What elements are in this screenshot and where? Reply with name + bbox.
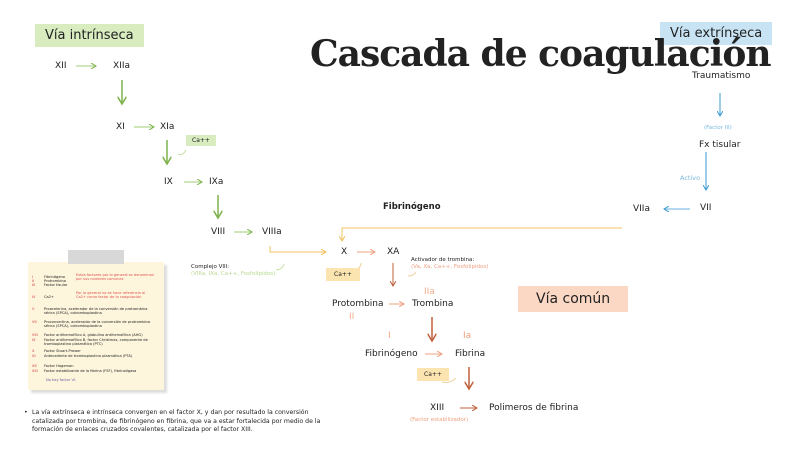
node-ia-label: Ia xyxy=(463,331,472,341)
legend-num: X xyxy=(32,349,35,353)
legend-note-2: Por lo general no se hace referencia al … xyxy=(76,291,146,300)
tag-via-extrinseca: Vía extrínseca xyxy=(660,22,773,45)
legend-num: V xyxy=(32,307,35,311)
node-ixa: IXa xyxy=(209,177,224,187)
node-ii-label: II xyxy=(349,312,355,322)
legend-num: I xyxy=(32,275,34,279)
legend-num: IV xyxy=(32,295,36,299)
node-iia-label: IIa xyxy=(424,287,435,297)
node-i-label: I xyxy=(388,331,391,341)
complejo-items: (VIIIa, IXa, Ca++, Fosfolípidos) xyxy=(191,271,276,277)
legend-text: Proconvertina, acelerador de la conversi… xyxy=(44,320,151,329)
page-title: Cascada de coagulación xyxy=(310,33,772,75)
tag-via-intrinseca: Vía intrínseca xyxy=(35,24,144,47)
legend-num: II xyxy=(32,279,35,283)
node-viii: VIII xyxy=(211,227,226,237)
node-xia: XIa xyxy=(160,122,175,132)
legend-note-1: Estos factores por lo general se denomin… xyxy=(76,273,155,282)
legend-num: VII xyxy=(32,320,37,324)
node-xi: XI xyxy=(116,122,125,132)
node-vii: VII xyxy=(700,203,712,213)
node-xiia: XIIa xyxy=(113,61,130,71)
legend-text: Factor Hageman xyxy=(44,364,74,368)
legend-card: I Fibrinógeno II Protrombina III Factor tis… xyxy=(28,262,164,390)
legend-text: Protrombina xyxy=(44,279,66,283)
complejo-title: Complejo VIII: xyxy=(191,264,230,270)
legend-num: XII xyxy=(32,364,37,368)
legend-text: Factor estabilizante de la fibrina (FSF)… xyxy=(44,369,137,373)
node-fibrina: Fibrina xyxy=(455,349,486,359)
ca-badge: Ca++ xyxy=(326,268,360,281)
node-trombina: Trombina xyxy=(412,299,454,309)
ca-badge: Ca++ xyxy=(417,368,449,381)
node-viiia: VIIIa xyxy=(262,227,282,237)
factor-iii-label: (Factor III) xyxy=(704,125,732,131)
node-viia: VIIa xyxy=(633,204,650,214)
tape-decoration xyxy=(68,250,124,264)
legend-num: XIII xyxy=(32,369,38,373)
node-xii: XII xyxy=(55,61,67,71)
legend-text: Factor antihemofílico B, factor Christma… xyxy=(44,338,148,347)
tag-via-comun: Vía común xyxy=(518,286,629,312)
activo-label: Activo xyxy=(680,174,701,182)
legend-text: Fibrinógeno xyxy=(44,275,66,279)
activador-items: (Va, Xa, Ca++, Fosfolípidos) xyxy=(411,264,489,270)
node-ix: IX xyxy=(164,177,173,187)
legend-text: Antecedente de tromboplastina plasmática… xyxy=(44,354,133,358)
legend-num: IX xyxy=(32,338,36,342)
factor-estabilizador-label: (Factor estabilizador) xyxy=(410,417,469,423)
node-fx-tisular: Fx tisular xyxy=(699,140,741,150)
summary-bullet: La vía extrínseca e intrínseca convergen… xyxy=(24,409,342,435)
legend-text: Factor tisular xyxy=(44,283,68,287)
node-fibrinogeno: Fibrinógeno xyxy=(365,349,418,359)
legend-text: Ca2+ xyxy=(44,295,55,299)
node-xa: XA xyxy=(387,247,400,257)
node-x: X xyxy=(341,247,348,257)
legend-num: VIII xyxy=(32,333,38,337)
ca-badge: Ca++ xyxy=(186,135,216,146)
legend-text: Proacelerina, acelerador de la conversió… xyxy=(44,307,148,316)
legend-text: Factor Stuart-Prower xyxy=(44,349,81,353)
node-xiii: XIII xyxy=(430,403,445,413)
node-traumatismo: Traumatismo xyxy=(692,71,751,81)
legend-footer: No hay factor VI. xyxy=(46,378,77,382)
fibrinogeno-label: Fibrinógeno xyxy=(383,202,441,212)
legend-text: Factor antihemofílico A, globulina antih… xyxy=(44,333,143,337)
node-protrombina: Protombina xyxy=(332,299,384,309)
legend-num: III xyxy=(32,283,36,287)
node-polimeros: Polimeros de fibrina xyxy=(489,403,579,413)
legend-num: XI xyxy=(32,354,36,358)
activador-title: Activador de trombina: xyxy=(411,257,475,263)
